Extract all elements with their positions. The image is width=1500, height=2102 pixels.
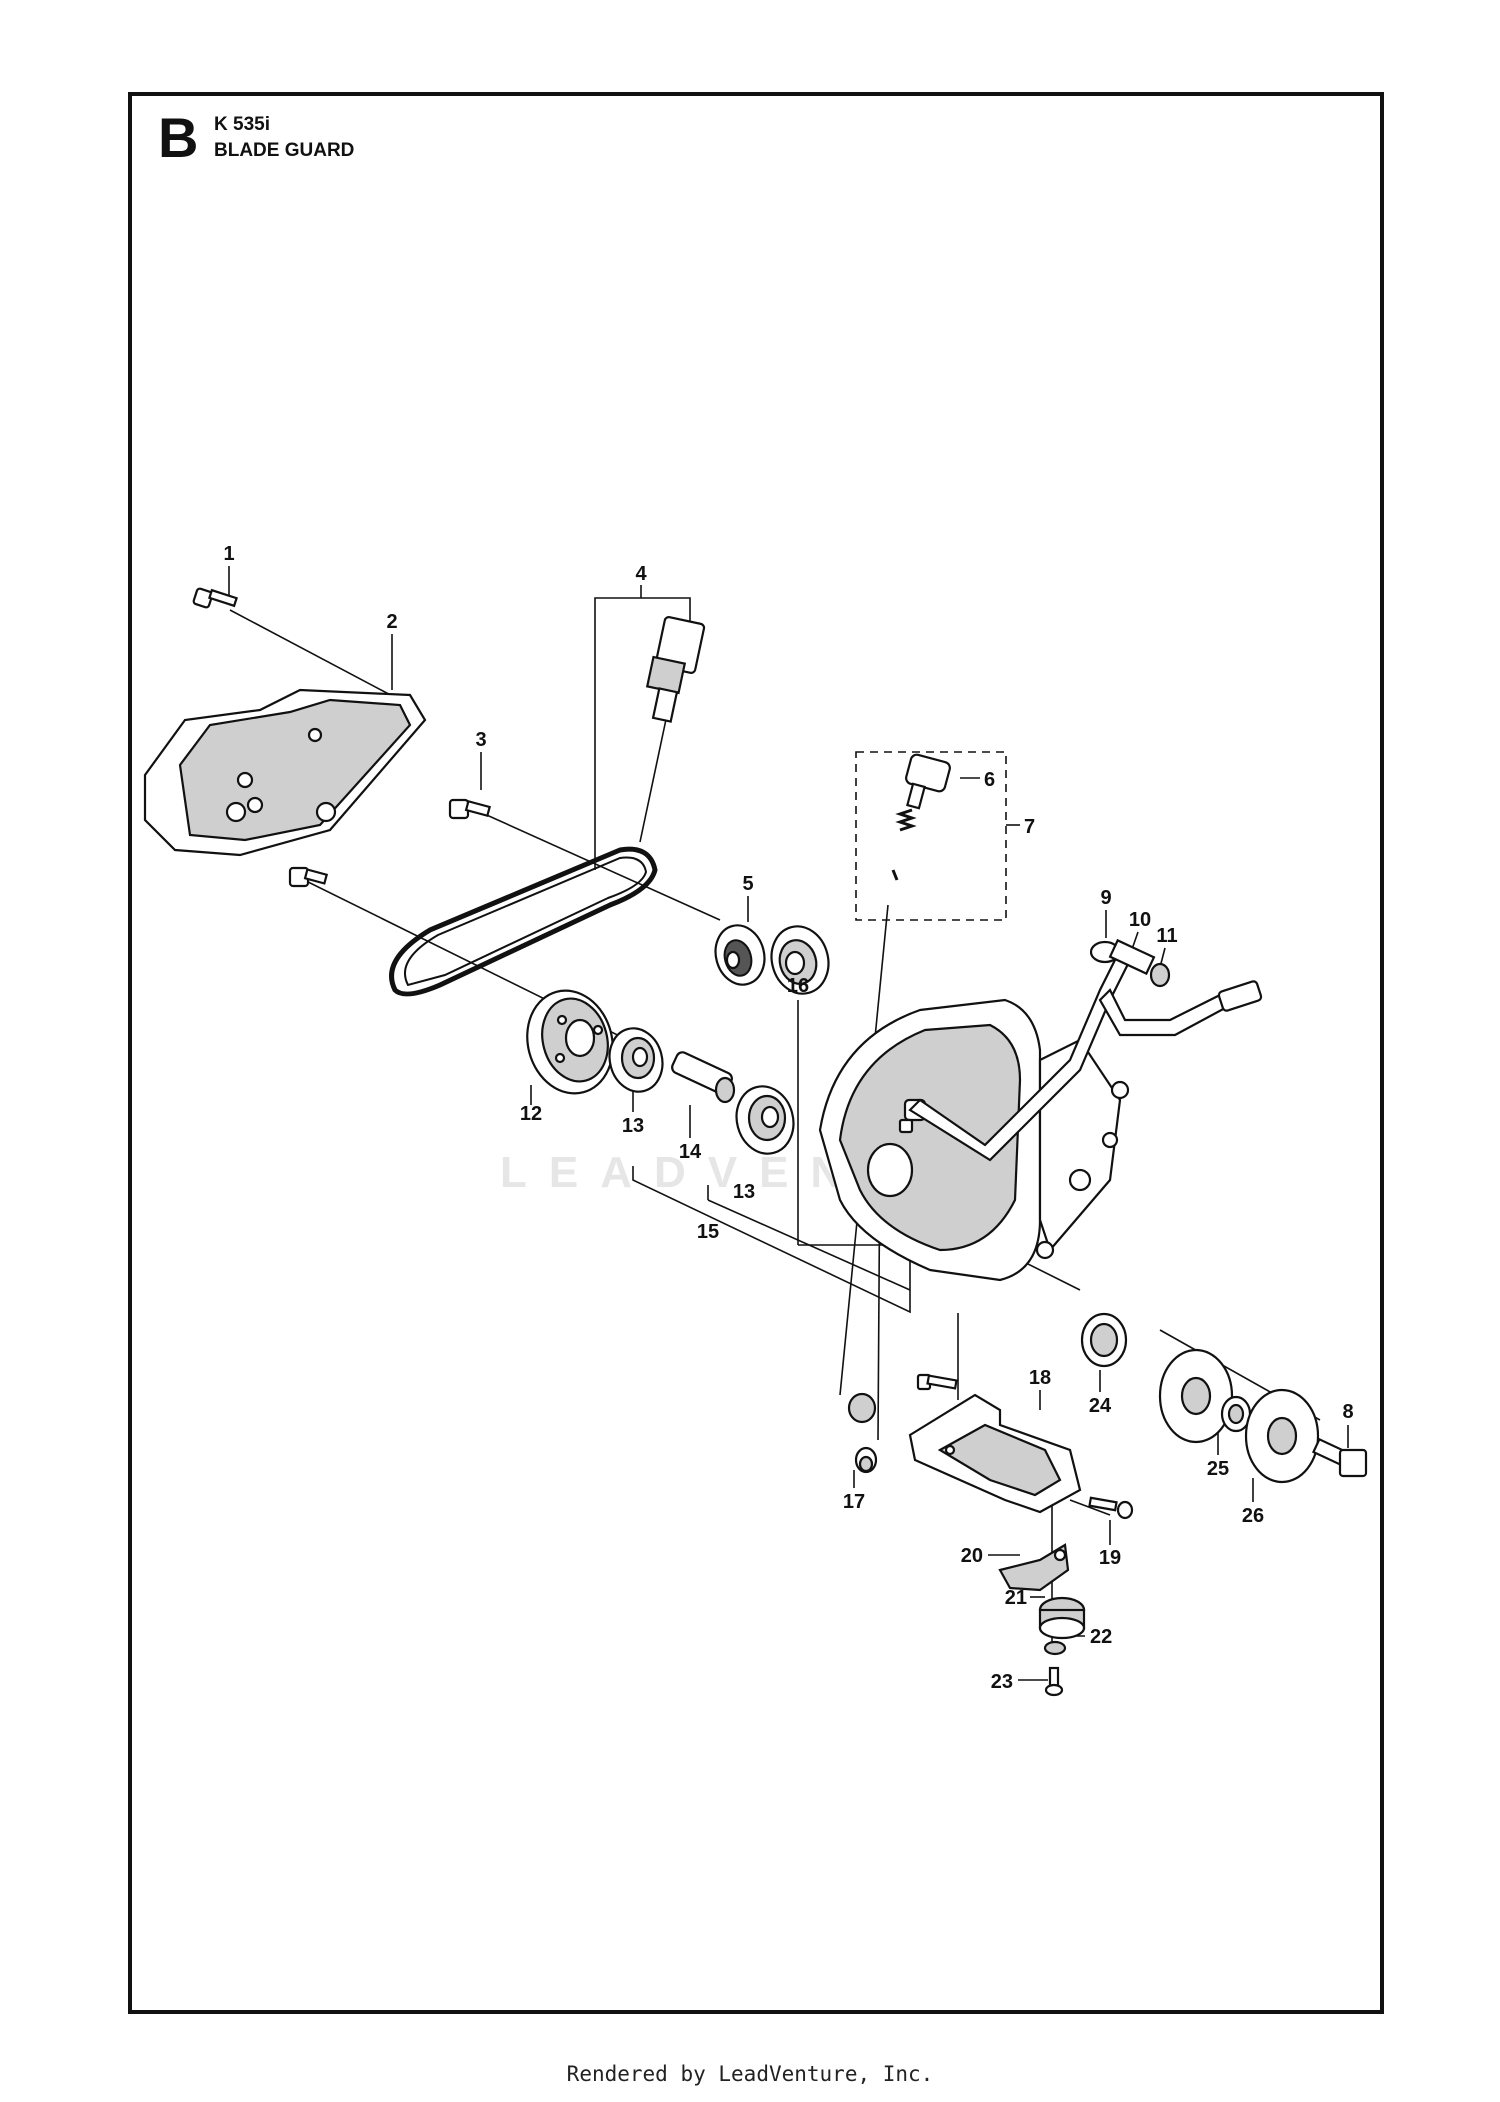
model-name: K 535i — [214, 114, 270, 135]
part-bolt-18 — [916, 1373, 958, 1391]
callout-21: 21 — [1005, 1587, 1027, 1609]
callout-8: 8 — [1342, 1401, 1353, 1423]
part-deflector-18 — [908, 1393, 1082, 1514]
part-bolt-19 — [1088, 1496, 1134, 1520]
part-bolt-12a — [288, 866, 329, 888]
part-blade-guard-housing — [818, 998, 1130, 1282]
part-belt-cover-2 — [143, 688, 427, 857]
callout-14: 14 — [679, 1141, 702, 1163]
part-flange-inner — [1158, 1348, 1234, 1444]
callout-5: 5 — [742, 873, 753, 895]
callout-24: 24 — [1089, 1395, 1112, 1417]
part-sensor-4 — [645, 616, 706, 723]
part-pins-9-10-11 — [1089, 938, 1171, 988]
diagram-frame — [128, 92, 1384, 2014]
part-screw-17 — [847, 1392, 878, 1474]
part-screw-23 — [1044, 1666, 1064, 1697]
callout-20: 20 — [961, 1545, 983, 1567]
part-pulley-12 — [526, 989, 614, 1095]
callout-19: 19 — [1099, 1547, 1121, 1569]
callout-1: 1 — [223, 543, 234, 565]
callout-9: 9 — [1100, 887, 1111, 909]
callout-17: 17 — [843, 1491, 865, 1513]
diagram-title: BLADE GUARD — [214, 140, 355, 161]
callout-3: 3 — [475, 729, 486, 751]
part-flange-26 — [1244, 1388, 1320, 1484]
callout-13a: 13 — [622, 1115, 644, 1137]
part-ring-25 — [1220, 1395, 1252, 1433]
callout-22: 22 — [1090, 1626, 1112, 1648]
callout-6: 6 — [984, 769, 995, 791]
part-rubber-21 — [1038, 1596, 1086, 1640]
part-bolt-1 — [192, 587, 238, 609]
callout-13b: 13 — [733, 1181, 755, 1203]
part-bracket-20 — [998, 1543, 1070, 1592]
part-bearing-13a — [608, 1027, 664, 1093]
part-bolt-upper-housing — [898, 1118, 914, 1134]
callout-2: 2 — [386, 611, 397, 633]
callout-10: 10 — [1129, 909, 1151, 931]
part-pulley-5 — [714, 924, 766, 986]
part-belt — [389, 846, 658, 997]
callout-16: 16 — [787, 975, 809, 997]
part-fitting-right — [1217, 980, 1263, 1012]
callout-25: 25 — [1207, 1458, 1229, 1480]
footer-credit: Rendered by LeadVenture, Inc. — [566, 2062, 934, 2086]
part-bolt-8 — [1311, 1437, 1368, 1478]
callout-labels: 1 2 3 4 5 6 7 8 9 10 11 12 13 13 14 15 1… — [223, 543, 1353, 1693]
callout-26: 26 — [1242, 1505, 1264, 1527]
part-bearing-16 — [770, 925, 830, 995]
callout-4: 4 — [635, 563, 647, 585]
callout-15: 15 — [697, 1221, 719, 1243]
callout-18: 18 — [1029, 1367, 1051, 1389]
part-adjuster-6 — [891, 753, 951, 881]
section-letter: B — [158, 106, 199, 169]
part-bearing-13b — [735, 1085, 795, 1155]
part-bolt-3 — [448, 798, 492, 820]
callout-23: 23 — [991, 1671, 1013, 1693]
callout-12: 12 — [520, 1103, 542, 1125]
part-washer-22 — [1043, 1640, 1067, 1656]
part-shaft-14 — [671, 1051, 736, 1104]
part-washer-24 — [1080, 1312, 1128, 1368]
callout-11: 11 — [1156, 925, 1177, 947]
callout-7: 7 — [1024, 816, 1035, 838]
